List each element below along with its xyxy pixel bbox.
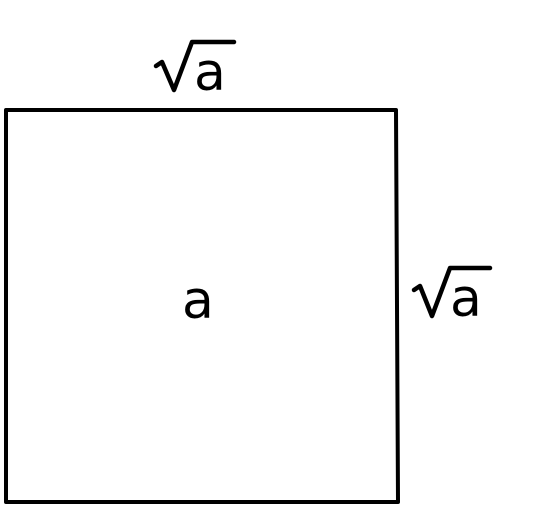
square-shape (4, 108, 400, 504)
area-label: a (182, 271, 214, 331)
right-side-radicand: a (450, 269, 482, 329)
top-radical-sign (153, 39, 237, 93)
top-side-label: a (153, 39, 237, 103)
top-side-radicand: a (194, 43, 226, 103)
right-side-label: a (411, 265, 493, 329)
right-radical-sign (411, 265, 493, 319)
